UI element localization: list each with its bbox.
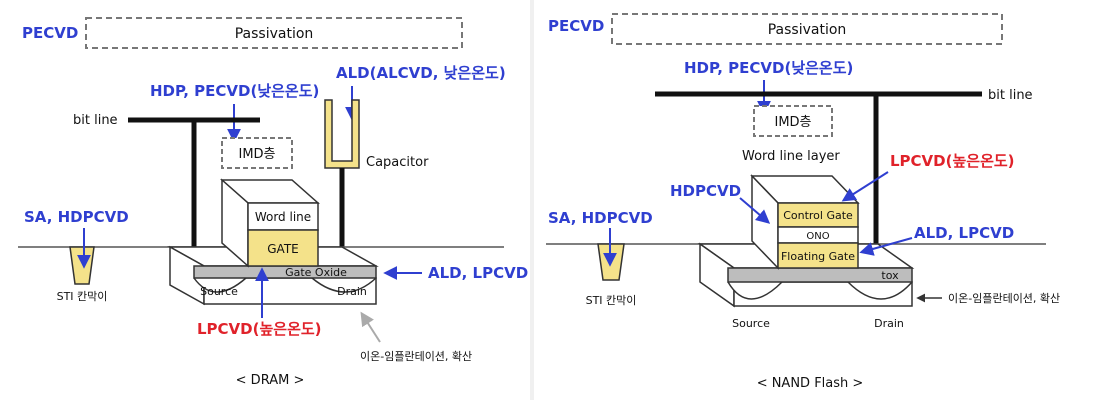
dram-lpcvd-label: LPCVD(높은온도)	[197, 320, 322, 338]
nand-floating-gate-label: Floating Gate	[781, 250, 855, 263]
dram-panel: PECVD Passivation HDP, PECVD(낮은온도) ALD(A…	[18, 17, 528, 388]
nand-bit-line-label: bit line	[988, 88, 1033, 103]
nand-ion-label: 이온-임플란테이션, 확산	[948, 292, 1060, 305]
nand-sti-label: STI 칸막이	[586, 294, 637, 307]
dram-hdp-pecvd-label: HDP, PECVD(낮은온도)	[150, 82, 319, 100]
nand-imd-box	[753, 105, 833, 137]
dram-capacitor-label: Capacitor	[366, 155, 429, 170]
dram-sa-hdpcvd-label: SA, HDPCVD	[24, 208, 129, 226]
dram-sti-trench	[69, 246, 95, 285]
dram-capacitor	[324, 99, 360, 169]
dram-ald-lpcvd-label: ALD, LPCVD	[428, 264, 528, 282]
dram-ion-arrow	[360, 311, 381, 343]
dram-source-label: Source	[200, 285, 238, 298]
dram-ald-alcvd-label: ALD(ALCVD, 낮은온도)	[336, 64, 506, 82]
dram-pecvd-label: PECVD	[22, 24, 78, 42]
dram-source-well	[193, 277, 247, 293]
nand-control-gate-label: Control Gate	[783, 209, 853, 222]
nand-caption: < NAND Flash >	[757, 376, 864, 391]
dram-caption: < DRAM >	[236, 373, 305, 388]
nand-passivation-box	[611, 13, 1003, 45]
dram-ion-label: 이온-임플란테이션, 확산	[360, 350, 472, 363]
dram-gate-block	[247, 229, 319, 267]
nand-passivation-label: Passivation	[768, 22, 847, 38]
dram-imd-box	[221, 137, 293, 169]
nand-hdpcvd-arrow	[739, 197, 771, 224]
nand-source-label: Source	[732, 317, 770, 330]
dram-gate-oxide-label: Gate Oxide	[285, 266, 347, 279]
nand-ald-lpcvd-label: ALD, LPCVD	[914, 224, 1014, 242]
dram-drain-well	[311, 277, 377, 293]
nand-sa-hdpcvd-label: SA, HDPCVD	[548, 209, 653, 227]
nand-lpcvd-label: LPCVD(높은온도)	[890, 152, 1015, 170]
dram-imd-label: IMD층	[238, 147, 275, 162]
dram-word-line-block	[247, 202, 319, 231]
nand-floating-gate-block	[777, 242, 859, 269]
nand-drain-well	[847, 281, 913, 300]
nand-word-line-layer-label: Word line layer	[742, 149, 840, 164]
nand-ald-lpcvd-arrow	[859, 237, 913, 256]
dram-word-line-label: Word line	[255, 210, 311, 224]
dram-bit-line-label: bit line	[73, 113, 118, 128]
nand-ono-label: ONO	[806, 231, 829, 242]
nand-panel: PECVD Passivation HDP, PECVD(낮은온도) bit l…	[546, 13, 1060, 391]
nand-hdp-pecvd-label: HDP, PECVD(낮은온도)	[684, 59, 853, 77]
dram-drain-label: Drain	[337, 285, 367, 298]
dram-passivation-label: Passivation	[235, 26, 314, 42]
dram-gate-label: GATE	[267, 242, 299, 256]
dram-sti-label: STI 칸막이	[57, 290, 108, 303]
dram-passivation-box	[85, 17, 463, 49]
nand-hdpcvd-label: HDPCVD	[670, 182, 741, 200]
nand-lpcvd-arrow	[841, 171, 889, 202]
nand-imd-label: IMD층	[774, 115, 811, 130]
nand-source-well	[727, 281, 783, 300]
nand-pecvd-label: PECVD	[548, 17, 604, 35]
nand-drain-label: Drain	[874, 317, 904, 330]
nand-tox-label: tox	[881, 269, 899, 282]
